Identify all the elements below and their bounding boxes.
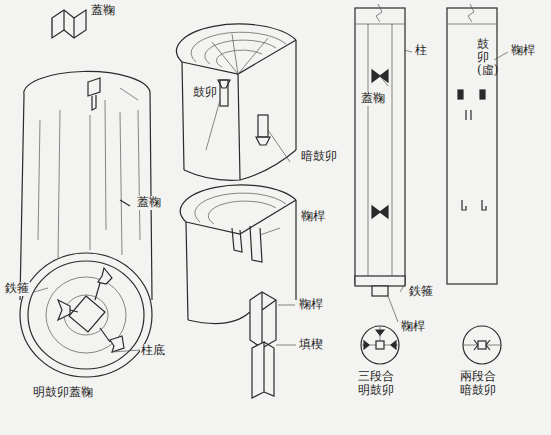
part-name: 蓋鞠 [360,92,386,106]
caption-text: 明鼓卯蓋鞠 [32,386,94,400]
part-name: 蓋鞠 [136,196,162,210]
part-name: 鼓卯(虛) [476,38,490,78]
hidden-drum-mortise-section [177,24,296,180]
part-name: 柱 [414,44,428,58]
cover-key-piece [52,10,86,38]
part-name: 鉄箍 [4,282,30,296]
tie-bar-section [180,185,296,398]
part-name: 蓋鞠 [90,4,116,18]
part-name: 暗鼓卯 [300,150,338,164]
part-name: 柱底 [140,344,166,358]
part-name: 鼓卯 [192,86,218,100]
section-caption: 三段合 明鼓卯 [356,370,396,398]
part-name: 鞠桿 [298,298,324,312]
part-name: 鞠桿 [510,44,536,58]
part-name: 鞠桿 [400,320,426,334]
column-elevation [355,4,412,322]
section-three-part [361,326,399,364]
column-elevation-hidden [447,4,508,284]
part-name: 鉄箍 [408,285,434,299]
section-caption: 兩段合 暗鼓卯 [458,370,498,398]
part-name: 填楔 [298,338,324,352]
part-name: 鞠桿 [300,210,326,224]
column-cylinder [20,71,152,377]
section-two-part [463,326,501,364]
